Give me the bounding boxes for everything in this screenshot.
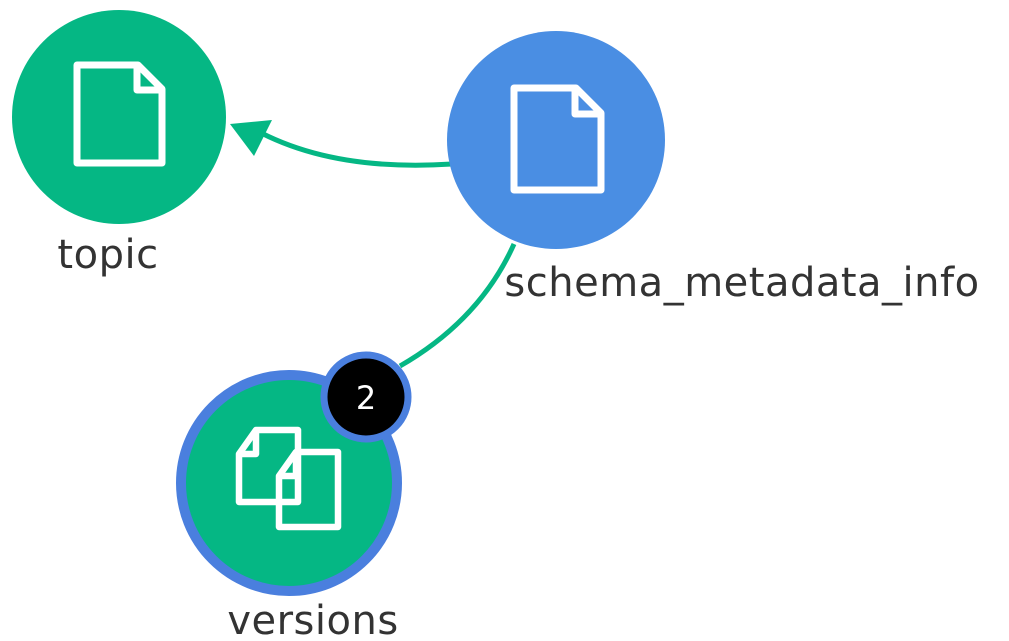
- node-schema-metadata-info-circle[interactable]: [447, 31, 665, 249]
- count-badge-circle: [320, 351, 412, 443]
- document-icon: [510, 84, 605, 194]
- count-badge-label: 2: [356, 379, 376, 417]
- count-badge[interactable]: 2: [320, 351, 412, 443]
- document-icon: [73, 61, 166, 167]
- node-versions[interactable]: versions 2: [176, 351, 412, 641]
- edges: [230, 120, 517, 369]
- arrowhead-icon: [230, 120, 272, 156]
- node-label-topic: topic: [57, 232, 158, 278]
- documents-icon: [235, 426, 342, 531]
- node-topic-circle[interactable]: [12, 10, 226, 224]
- node-schema-metadata-info[interactable]: schema_metadata_info: [447, 31, 980, 306]
- node-label-versions: versions: [227, 598, 398, 641]
- edge-schema-metadata-info-to-topic[interactable]: [250, 125, 453, 168]
- node-label-schema-metadata-info: schema_metadata_info: [504, 260, 979, 306]
- edge-schema-metadata-info-to-versions[interactable]: [398, 242, 517, 369]
- node-topic[interactable]: topic: [12, 10, 226, 278]
